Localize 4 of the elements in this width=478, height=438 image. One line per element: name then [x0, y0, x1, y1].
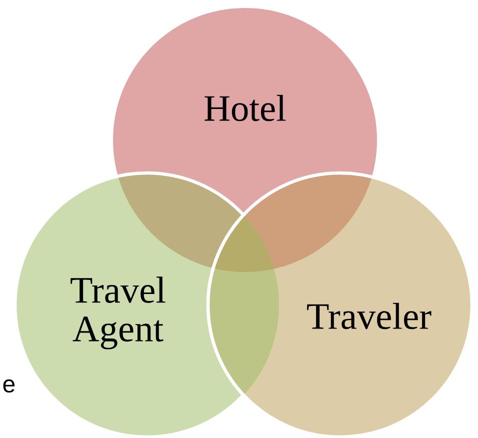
- circle-label: Hotel: [204, 94, 286, 122]
- letter: e: [3, 379, 15, 393]
- circle-label: Travel Agent: [70, 276, 166, 350]
- circle-label: Traveler: [307, 302, 432, 330]
